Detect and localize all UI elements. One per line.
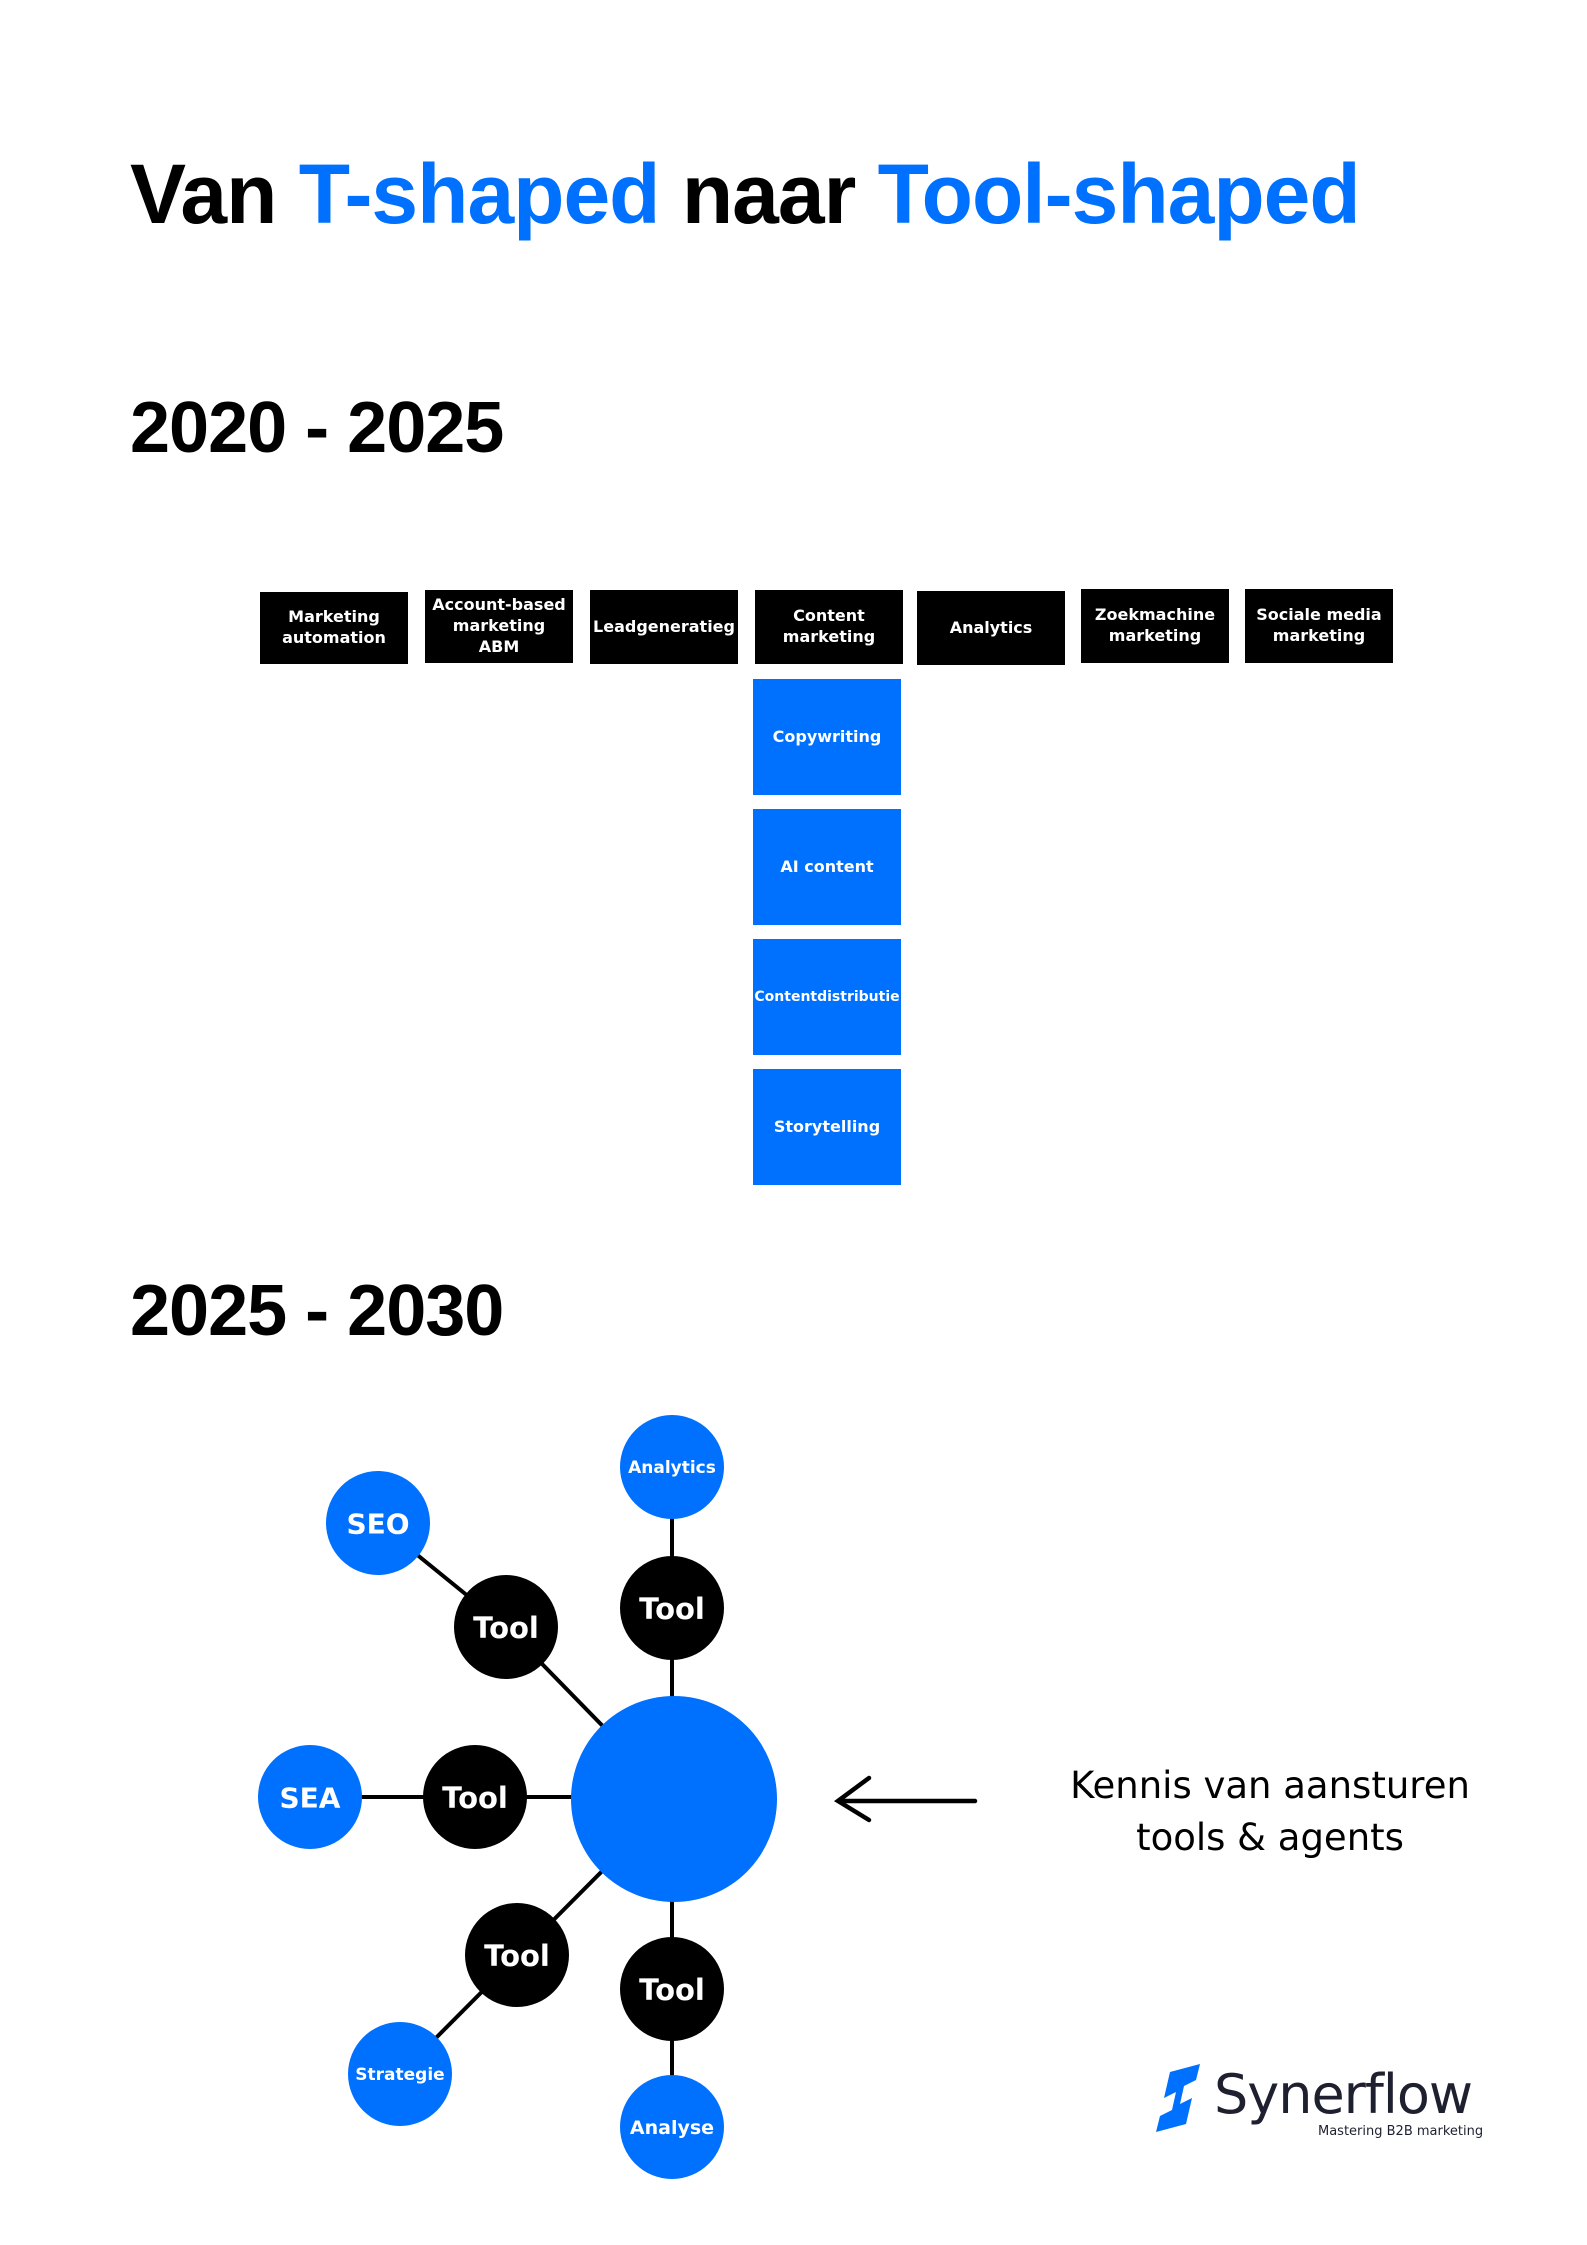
svg-text:Tool: Tool [442, 1781, 508, 1815]
arrow-left-icon [833, 1775, 978, 1823]
svg-text:Tool: Tool [484, 1939, 550, 1973]
title-part-3: naar [659, 147, 878, 241]
period-heading-2025-2030: 2025 - 2030 [130, 1271, 504, 1351]
skill-label: Contentdistributie [754, 988, 900, 1005]
skill-box-leadgeneratie: Leadgeneratieg [590, 590, 738, 664]
svg-text:Tool: Tool [639, 1973, 705, 2007]
tool-node-analyse: Tool [620, 1937, 724, 2041]
skill-label: Analytics [949, 617, 1033, 637]
skill-node-sea: SEA [258, 1745, 362, 1849]
skill-node-seo: SEO [326, 1471, 430, 1575]
skill-node-analyse: Analyse [620, 2075, 724, 2179]
period-heading-2020-2025: 2020 - 2025 [130, 388, 504, 468]
skill-box-storytelling: Storytelling [753, 1069, 901, 1185]
title-tool-shaped: Tool-shaped [877, 147, 1361, 241]
svg-text:Analytics: Analytics [628, 1458, 716, 1478]
tool-node-analytics: Tool [620, 1556, 724, 1660]
tool-node-sea: Tool [423, 1745, 527, 1849]
skill-node-analytics: Analytics [620, 1415, 724, 1519]
skill-label: Copywriting [772, 726, 882, 746]
skill-box-ai-content: AI content [753, 809, 901, 925]
svg-text:Tool: Tool [473, 1611, 539, 1645]
svg-text:SEO: SEO [346, 1508, 409, 1541]
logo-wordmark: Synerflow [1214, 2063, 1473, 2126]
skill-box-analytics: Analytics [917, 591, 1065, 665]
svg-text:Strategie: Strategie [355, 2065, 444, 2085]
skill-box-copywriting: Copywriting [753, 679, 901, 795]
synerflow-logo-mark-icon [1156, 2064, 1200, 2132]
title-t-shaped: T-shaped [298, 147, 661, 241]
title-part-1: Van [130, 147, 299, 241]
tool-node-strategie: Tool [465, 1903, 569, 2007]
svg-text:Analyse: Analyse [630, 2117, 714, 2139]
logo-tagline: Mastering B2B marketing [1318, 2124, 1484, 2139]
svg-text:SEA: SEA [280, 1782, 341, 1815]
skill-label: AI content [780, 856, 874, 876]
skill-label: Leadgeneratieg [593, 616, 735, 636]
page-title: Van T-shaped naar Tool-shaped [130, 152, 1361, 236]
tool-node-seo: Tool [454, 1575, 558, 1679]
synerflow-logo: Synerflow Mastering B2B marketing [1158, 2063, 1488, 2140]
skill-label: Storytelling [773, 1116, 881, 1136]
skill-box-contentdistributie: Contentdistributie [753, 939, 901, 1055]
svg-text:Tool: Tool [639, 1592, 705, 1626]
skill-node-strategie: Strategie [348, 2022, 452, 2126]
central-hub-node [571, 1696, 777, 1902]
